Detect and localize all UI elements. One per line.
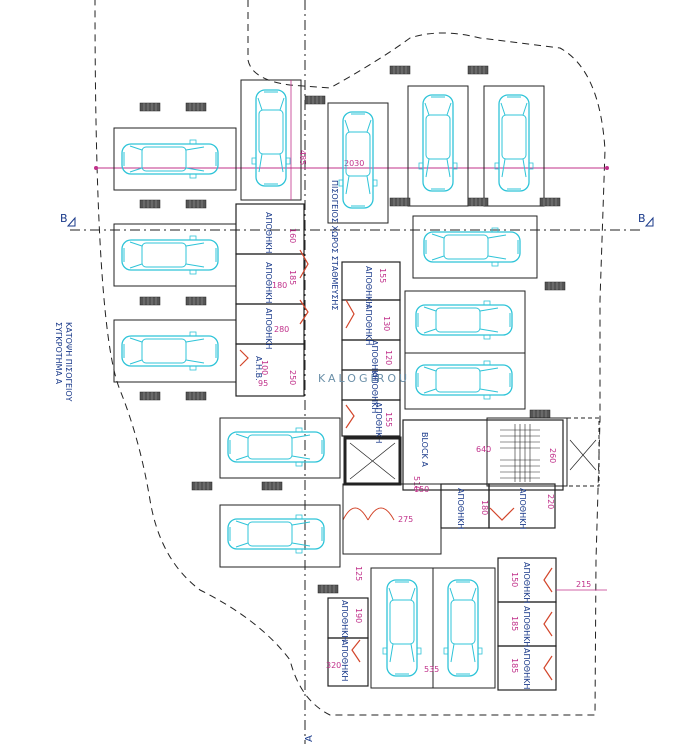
- section-marker-bottom: A: [304, 735, 315, 742]
- plan-title-line2: ΣΥΓΚΡΟΤΗΜΑ Α: [54, 322, 63, 385]
- car: [423, 227, 521, 267]
- svg-text:280: 280: [274, 325, 289, 334]
- svg-text:180: 180: [480, 500, 489, 515]
- svg-text:220: 220: [546, 494, 555, 509]
- car: [494, 94, 534, 192]
- svg-text:ΑΠΟΘΗΚΗ: ΑΠΟΘΗΚΗ: [522, 606, 531, 647]
- car: [415, 360, 513, 400]
- svg-text:185: 185: [288, 270, 297, 285]
- svg-text:ΑΠΟΘΗΚΗ: ΑΠΟΘΗΚΗ: [264, 308, 273, 349]
- section-marker-right: B: [638, 212, 654, 227]
- parking-bay: [404, 352, 526, 410]
- car: [121, 235, 219, 275]
- svg-text:95: 95: [258, 379, 268, 388]
- svg-text:ΑΠΟΘΗΚΗ: ΑΠΟΘΗΚΗ: [364, 266, 373, 307]
- svg-text:ΑΠΟΘΗΚΗ: ΑΠΟΘΗΚΗ: [374, 402, 383, 443]
- svg-text:275: 275: [398, 515, 413, 524]
- svg-text:ΑΠΟΘΗΚΗ: ΑΠΟΘΗΚΗ: [370, 372, 379, 413]
- parking-bay: [113, 127, 237, 191]
- svg-text:155: 155: [378, 268, 387, 283]
- svg-text:160: 160: [288, 228, 297, 243]
- svg-text:ΑΠΟΘΗΚΗ: ΑΠΟΘΗΚΗ: [518, 488, 527, 529]
- car: [443, 579, 483, 677]
- svg-text:Α.Η.Β.: Α.Η.Β.: [254, 356, 263, 381]
- svg-text:ΑΠΟΘΗΚΗ: ΑΠΟΘΗΚΗ: [340, 640, 349, 681]
- svg-text:ΑΠΟΘΗΚΗ: ΑΠΟΘΗΚΗ: [264, 262, 273, 303]
- svg-text:ΑΠΟΘΗΚΗ: ΑΠΟΘΗΚΗ: [522, 562, 531, 603]
- svg-text:ΑΠΟΘΗΚΗ: ΑΠΟΘΗΚΗ: [370, 340, 379, 381]
- parking-bay: [412, 215, 538, 279]
- plan-title-line1: ΚΑΤΟΨΗ ΠΙΣΟΓΕΙΟΥ: [64, 322, 73, 402]
- site-boundary: [94, 0, 606, 716]
- svg-text:180: 180: [272, 281, 287, 290]
- block-label: BLOCK A: [420, 432, 429, 467]
- svg-text:150: 150: [510, 572, 519, 587]
- storage-room: [235, 343, 305, 397]
- svg-text:320: 320: [326, 661, 341, 670]
- svg-text:215: 215: [576, 580, 591, 589]
- dim-2030: 2030: [344, 159, 364, 168]
- parking-bay: [407, 85, 469, 207]
- svg-text:ΑΠΟΘΗΚΗ: ΑΠΟΘΗΚΗ: [340, 600, 349, 641]
- svg-text:B: B: [60, 212, 68, 225]
- parking-bay: [432, 567, 496, 689]
- svg-text:ΑΠΟΘΗΚΗ: ΑΠΟΘΗΚΗ: [522, 648, 531, 689]
- car: [382, 579, 422, 677]
- svg-text:125: 125: [354, 566, 363, 581]
- shaft-dashed: [566, 417, 600, 487]
- section-marker-left: B: [60, 212, 76, 227]
- svg-text:535: 535: [424, 665, 439, 674]
- svg-text:640: 640: [476, 445, 491, 454]
- car: [227, 427, 325, 467]
- parking-bay: [327, 102, 389, 224]
- car: [121, 139, 219, 179]
- parking-bay: [219, 504, 341, 568]
- svg-text:B: B: [638, 212, 646, 225]
- svg-text:185: 185: [510, 658, 519, 673]
- stairs-treads: [500, 424, 540, 482]
- car: [415, 300, 513, 340]
- car: [121, 331, 219, 371]
- car: [418, 94, 458, 192]
- svg-text:120: 120: [384, 350, 393, 365]
- parking-bay: [240, 79, 302, 201]
- storage-room: [327, 637, 369, 687]
- parking-area-label: ΠΙΣΟΓΕΙΟΣ ΧΩΡΟΣ ΣΤΑΘΜΕΥΣΗΣ: [330, 180, 339, 310]
- core-corridor: [402, 419, 564, 491]
- svg-text:155: 155: [384, 412, 393, 427]
- svg-text:ΑΠΟΘΗΚΗ: ΑΠΟΘΗΚΗ: [456, 488, 465, 529]
- storage-room: [488, 483, 556, 529]
- svg-text:ΑΠΟΘΗΚΗ: ΑΠΟΘΗΚΗ: [364, 304, 373, 345]
- watermark: KALOGIROU: [318, 372, 410, 385]
- car: [251, 89, 291, 187]
- svg-text:250: 250: [288, 370, 297, 385]
- svg-text:185: 185: [510, 616, 519, 631]
- svg-text:150: 150: [414, 485, 429, 494]
- storage-room: [497, 645, 557, 691]
- svg-text:100: 100: [260, 360, 269, 375]
- parking-bay: [219, 417, 341, 479]
- parking-bay: [404, 290, 526, 354]
- svg-text:ΑΠΟΘΗΚΗ: ΑΠΟΘΗΚΗ: [264, 212, 273, 253]
- svg-text:A: A: [304, 735, 315, 742]
- svg-text:260: 260: [548, 448, 557, 463]
- stairs: [486, 417, 568, 487]
- parking-bay: [483, 85, 545, 207]
- car: [227, 514, 325, 554]
- svg-text:190: 190: [354, 608, 363, 623]
- svg-text:130: 130: [382, 316, 391, 331]
- storage-room: [341, 399, 401, 437]
- svg-text:485: 485: [298, 150, 307, 165]
